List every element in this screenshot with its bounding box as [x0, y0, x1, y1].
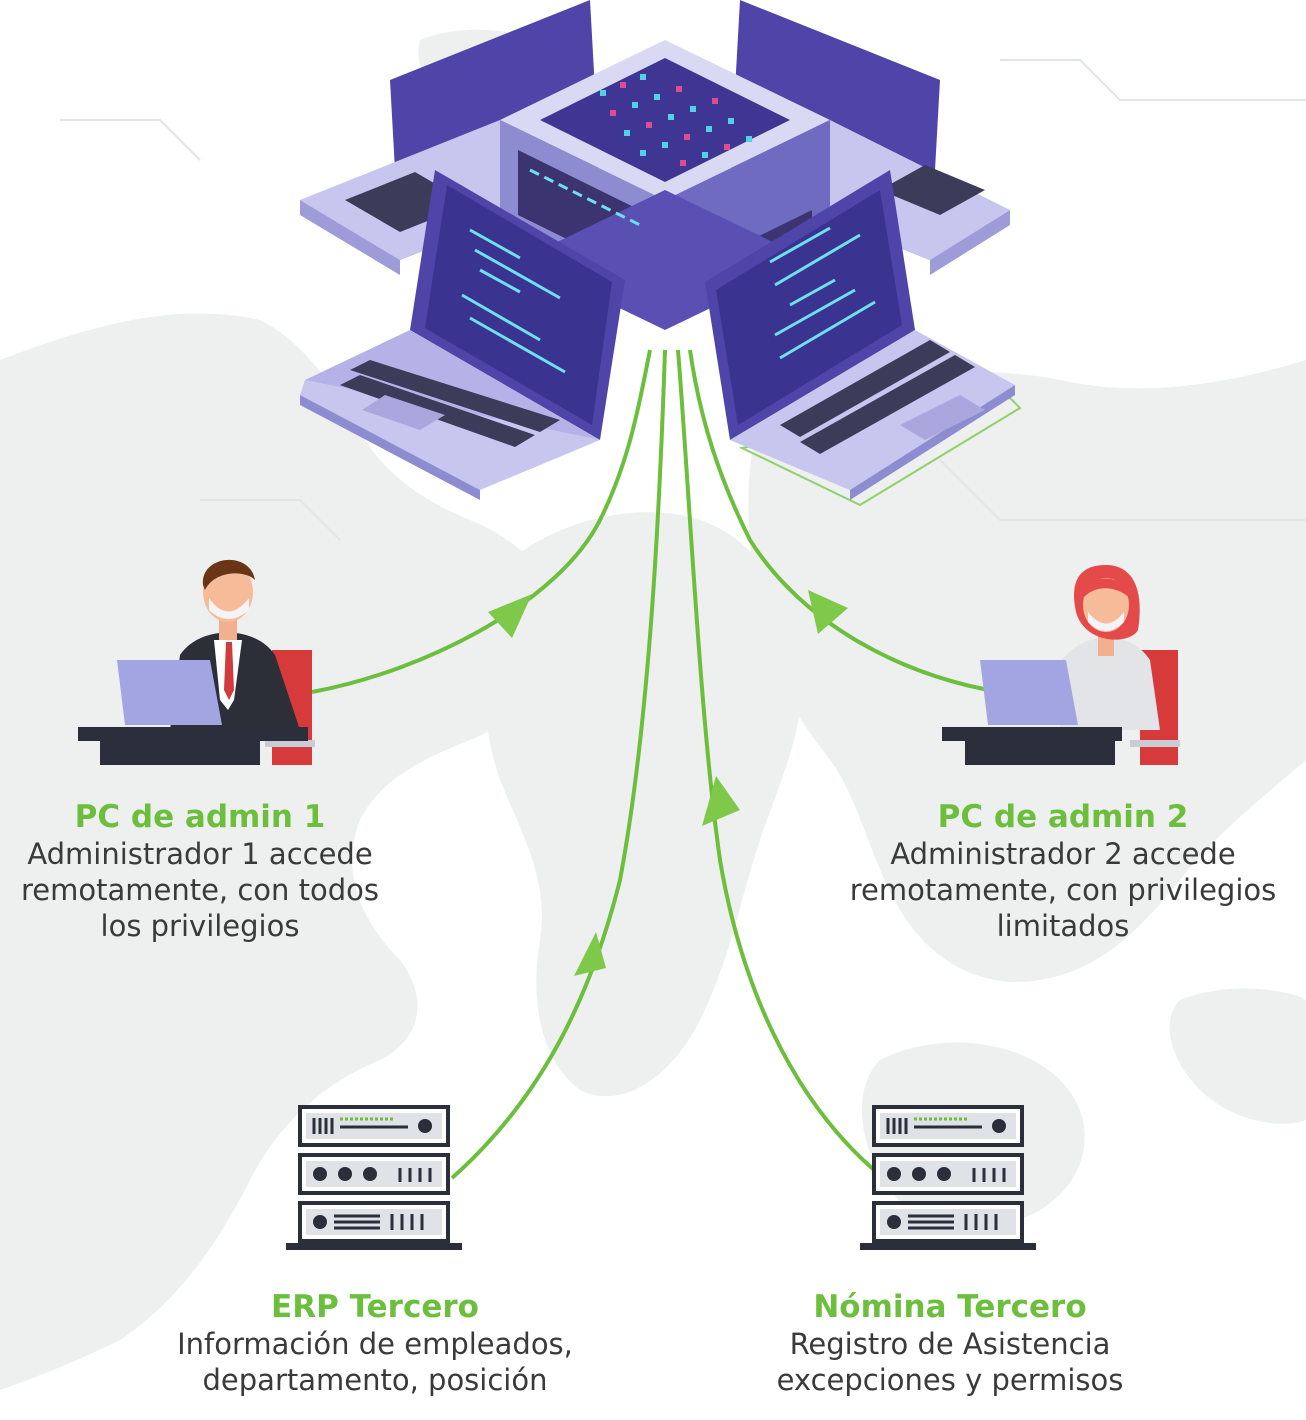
erp-title: ERP Tercero — [271, 1289, 479, 1325]
nomina-title: Nómina Tercero — [813, 1289, 1087, 1325]
admin2-title: PC de admin 2 — [937, 799, 1189, 835]
admin2-label: PC de admin 2 Administrador 2 accede rem… — [830, 798, 1296, 944]
circuit-lines — [60, 59, 1306, 541]
admin1-label: PC de admin 1 Administrador 1 accede rem… — [0, 798, 400, 944]
led-matrix — [600, 74, 752, 166]
arrow-admin1 — [311, 349, 652, 694]
arrow-nomina — [676, 349, 882, 1177]
server-rack-icon — [860, 1105, 1036, 1250]
server-rack-icon — [286, 1105, 462, 1250]
admin2-description: Administrador 2 accede remotamente, con … — [849, 837, 1277, 943]
arrow-admin2 — [688, 349, 1021, 697]
nomina-label: Nómina Tercero Registro de Asistencia ex… — [700, 1288, 1200, 1398]
connection-arrows — [311, 349, 1021, 1180]
central-server-icon — [300, 0, 1015, 500]
erp-label: ERP Tercero Información de empleados, de… — [130, 1288, 620, 1398]
admin-man-icon — [78, 559, 315, 765]
laptop-icon — [705, 170, 1015, 500]
arrowhead-icon — [488, 590, 848, 976]
arrow-erp — [450, 349, 667, 1180]
laptop-icon — [300, 170, 625, 500]
admin1-title: PC de admin 1 — [74, 799, 326, 835]
admin-woman-icon — [942, 565, 1180, 765]
admin1-description: Administrador 1 accede remotamente, con … — [20, 837, 380, 943]
erp-description: Información de empleados, departamento, … — [177, 1327, 573, 1397]
nomina-description: Registro de Asistencia excepciones y per… — [776, 1327, 1124, 1397]
